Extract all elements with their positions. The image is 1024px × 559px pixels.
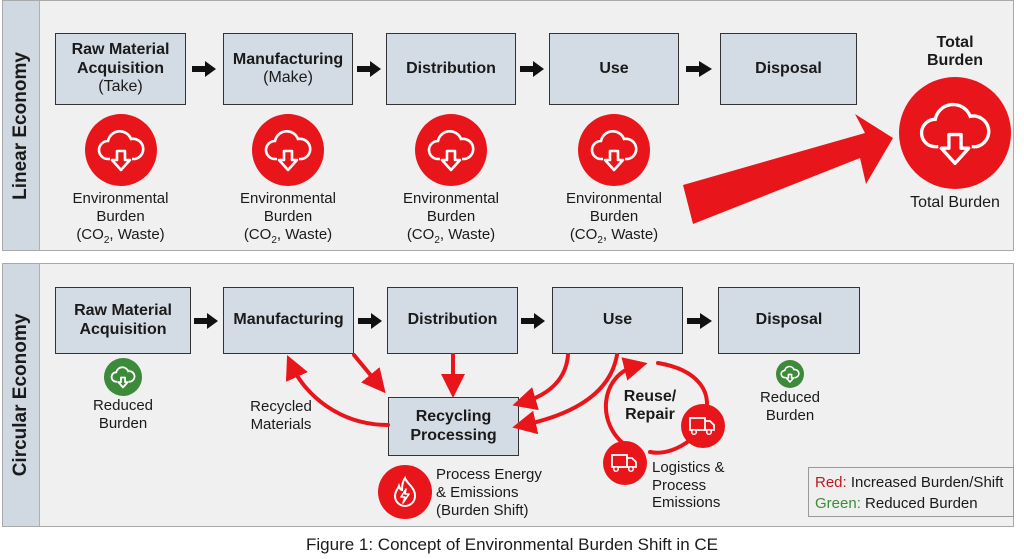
- stage-title: Raw Material: [74, 302, 172, 320]
- stage-title: Recycling: [415, 408, 492, 426]
- reuse-loop-arrow: [604, 357, 648, 449]
- total-burden-label: Total Burden: [910, 194, 1000, 211]
- truck-icon: [603, 441, 647, 485]
- truck-icon: [681, 404, 725, 448]
- flow-arrow-icon: [357, 61, 381, 77]
- flow-arrow-icon: [687, 313, 712, 329]
- flow-arrow-icon: [520, 61, 544, 77]
- stage-title: Acquisition: [79, 320, 167, 338]
- cloud-download-icon: [578, 114, 650, 186]
- reuse-repair-label: Reuse/Repair: [623, 388, 677, 424]
- legend-red-entry: Red: Increased Burden/Shift: [815, 474, 1004, 491]
- linear-stage-use: Use: [549, 33, 679, 105]
- stage-title: Processing: [410, 426, 497, 444]
- stage-title: Use: [599, 59, 629, 77]
- stage-title: Disposal: [755, 59, 822, 77]
- process-energy-label: Process Energy& Emissions(Burden Shift): [436, 466, 542, 519]
- stage-title: Disposal: [755, 311, 823, 329]
- linear-stage-raw-material: Raw Material Acquisition (Take): [55, 33, 186, 105]
- flow-arrow-icon: [192, 61, 216, 77]
- legend: Red: Increased Burden/Shift Green: Reduc…: [808, 467, 1014, 517]
- stage-title: Use: [602, 311, 633, 329]
- manufacturing-to-recycling-arrow: [352, 353, 386, 394]
- circular-stage-disposal: Disposal: [718, 287, 860, 354]
- stage-title: Raw Material: [71, 41, 170, 59]
- circular-stage-distribution: Distribution: [387, 287, 518, 354]
- flow-arrow-icon: [194, 313, 218, 329]
- flow-arrow-icon: [358, 313, 382, 329]
- cloud-download-icon: [252, 114, 324, 186]
- cloud-download-icon: [85, 114, 157, 186]
- fire-lightning-icon: [378, 465, 432, 519]
- reduced-burden-cloud-icon: [776, 360, 804, 388]
- use-to-recycling-arrow-2: [512, 353, 619, 435]
- linear-stage-manufacturing: Manufacturing (Make): [223, 33, 353, 105]
- linear-economy-label-bar: Linear Economy: [3, 1, 40, 250]
- figure-caption: Figure 1: Concept of Environmental Burde…: [306, 535, 718, 554]
- stage-title: Manufacturing: [232, 50, 344, 68]
- stage-title: Manufacturing: [233, 311, 344, 329]
- stage-title: Acquisition: [76, 59, 165, 77]
- stage-subtitle: (Make): [263, 69, 313, 86]
- flow-arrow-icon: [686, 61, 712, 77]
- use-to-recycling-arrow-1: [512, 353, 570, 411]
- reduced-burden-cloud-icon: [104, 358, 142, 396]
- circular-economy-label-bar: Circular Economy: [3, 264, 40, 526]
- cloud-download-icon: [415, 114, 487, 186]
- stage-title: Distribution: [407, 311, 498, 329]
- reuse-loop-bottom: [648, 438, 692, 455]
- total-burden-arrow: [683, 114, 893, 224]
- linear-stage-disposal: Disposal: [720, 33, 857, 105]
- flow-arrow-icon: [521, 313, 545, 329]
- circular-stage-manufacturing: Manufacturing: [223, 287, 354, 354]
- linear-stage-distribution: Distribution: [386, 33, 516, 105]
- recycled-materials-arrow: [285, 355, 390, 427]
- legend-green-entry: Green: Reduced Burden: [815, 495, 978, 512]
- total-burden-cloud-icon: [899, 77, 1011, 189]
- circular-stage-use: Use: [552, 287, 683, 354]
- stage-title: Distribution: [406, 59, 496, 77]
- stage-subtitle: (Take): [98, 78, 143, 96]
- circular-stage-raw-material: Raw Material Acquisition: [55, 287, 191, 354]
